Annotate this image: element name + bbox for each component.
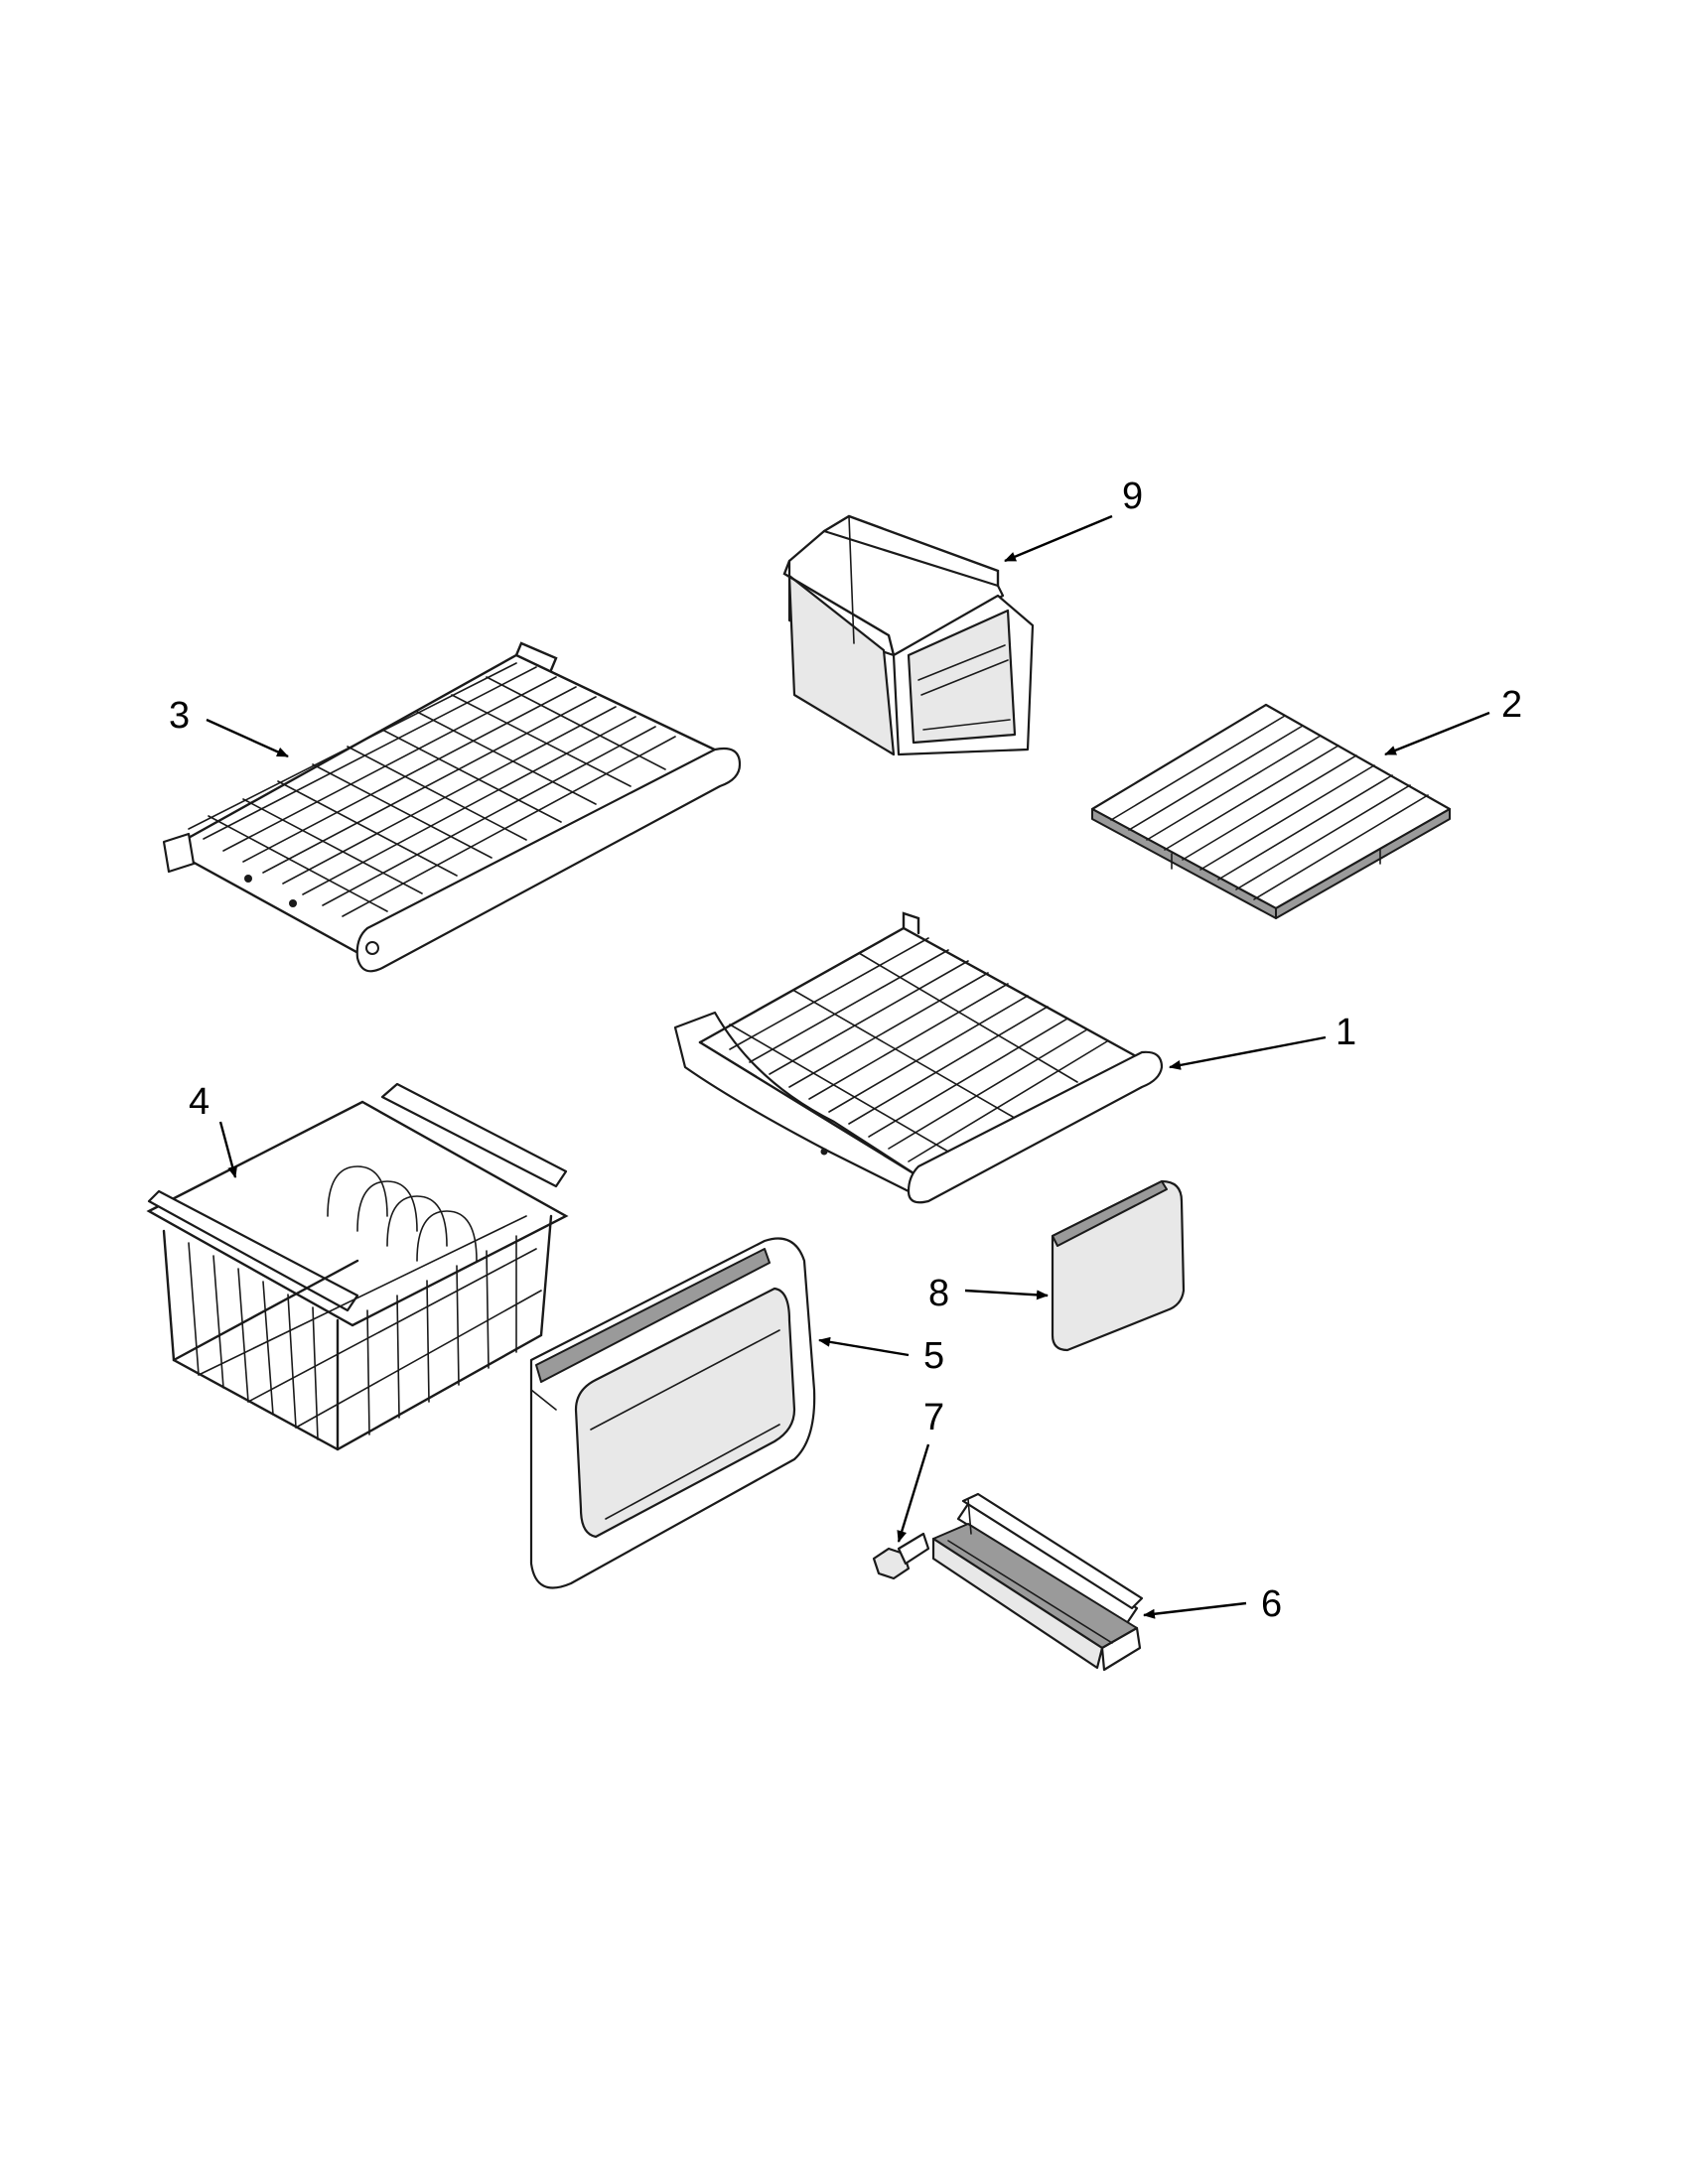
- callout-8: 8: [928, 1273, 949, 1314]
- callout-9: 9: [1122, 476, 1143, 517]
- callouts: 9 3 2 1 4 8 5 7 6: [169, 476, 1522, 1625]
- part-5-drawer-front: [529, 1237, 816, 1589]
- leader-2: [1384, 711, 1490, 756]
- leader-6: [1143, 1601, 1247, 1619]
- callout-3: 3: [169, 695, 190, 737]
- part-6-rail: [931, 1492, 1144, 1672]
- callout-6: 6: [1261, 1583, 1282, 1625]
- part-1-wire-shelf: [673, 911, 1164, 1204]
- part-7-screw: [872, 1532, 930, 1580]
- leader-4: [218, 1121, 237, 1178]
- leader-8: [964, 1289, 1049, 1300]
- leader-3: [206, 718, 289, 758]
- callout-5: 5: [923, 1335, 944, 1377]
- part-8-panel: [1051, 1179, 1186, 1352]
- leader-9: [1004, 514, 1113, 563]
- part-9-storage-bin: [782, 514, 1035, 756]
- part-4-basket: [146, 1082, 569, 1451]
- part-2-grille: [1090, 703, 1452, 919]
- callout-2: 2: [1501, 684, 1522, 726]
- callout-1: 1: [1336, 1012, 1356, 1053]
- callout-4: 4: [189, 1081, 210, 1123]
- callout-7: 7: [923, 1397, 944, 1438]
- leader-lines: [206, 514, 1490, 1619]
- leader-5: [818, 1336, 910, 1357]
- leader-7: [897, 1443, 930, 1543]
- leader-1: [1169, 1035, 1327, 1070]
- part-3-wire-shelf: [162, 641, 742, 973]
